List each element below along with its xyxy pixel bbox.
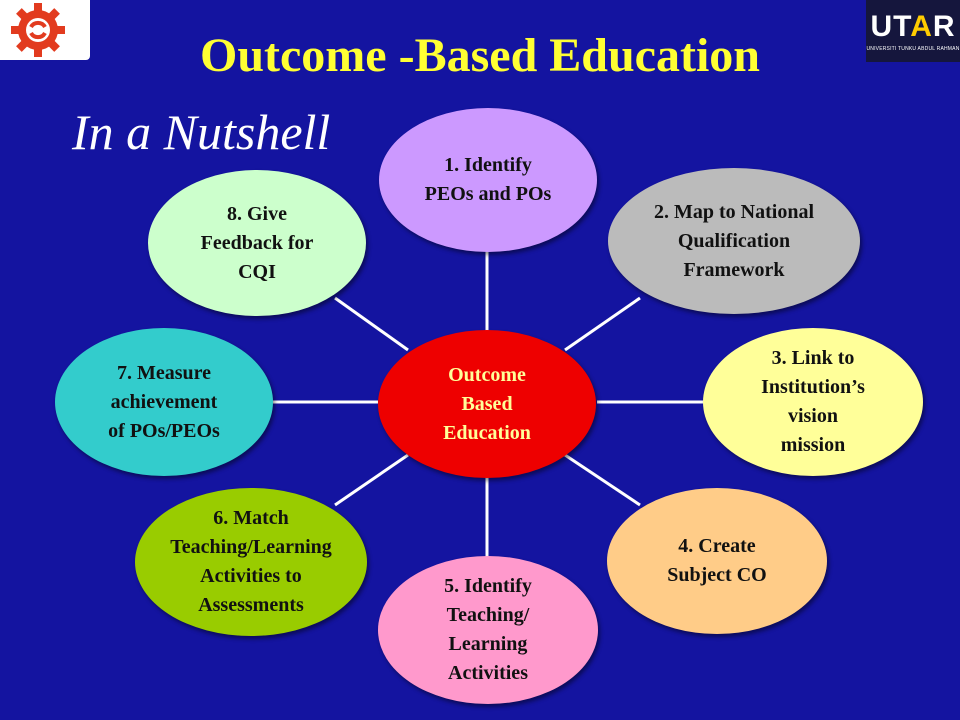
gear-arrows-logo (0, 0, 90, 60)
slide-subtitle: In a Nutshell (72, 104, 331, 160)
node-8-give-feedback: 8. Give Feedback for CQI (148, 170, 366, 316)
gear-arrows-icon (11, 3, 65, 57)
node-5-label: 5. Identify Teaching/ Learning Activitie… (444, 575, 532, 684)
node-7-measure-achievement: 7. Measure achievement of POs/PEOs (55, 328, 273, 476)
node-3-link-to-vision: 3. Link to Institution’s vision mission (703, 328, 923, 476)
node-8-label: 8. Give Feedback for CQI (200, 202, 314, 283)
slide-title: Outcome -Based Education (199, 29, 760, 82)
connector-8 (334, 296, 409, 352)
node-4-label: 4. Create Subject CO (667, 535, 767, 586)
node-6-label: 6. Match Teaching/Learning Activities to… (170, 507, 332, 616)
connector-4 (564, 453, 641, 507)
center-node-outcome-based-education: Outcome Based Education (378, 330, 596, 478)
connector-6 (334, 453, 409, 507)
utar-logo-tagline: UNIVERSITI TUNKU ABDUL RAHMAN (866, 46, 960, 52)
node-3-label: 3. Link to Institution’s vision mission (761, 347, 865, 456)
node-6-match-assessments: 6. Match Teaching/Learning Activities to… (135, 488, 367, 636)
node-5-identify-activities: 5. Identify Teaching/ Learning Activitie… (378, 556, 598, 704)
node-2-label: 2. Map to National Qualification Framewo… (654, 200, 814, 281)
center-node-label: Outcome Based Education (443, 363, 531, 444)
node-4-create-subject-co: 4. Create Subject CO (607, 488, 827, 634)
utar-logo-wordmark: UTAR (870, 10, 956, 43)
node-2-map-to-framework: 2. Map to National Qualification Framewo… (608, 168, 860, 314)
node-7-label: 7. Measure achievement of POs/PEOs (108, 361, 220, 442)
node-1-label: 1. Identify PEOs and POs (424, 154, 552, 205)
node-1-identify-peos-pos: 1. Identify PEOs and POs (379, 108, 597, 252)
utar-logo: UTAR UNIVERSITI TUNKU ABDUL RAHMAN (866, 0, 960, 62)
connector-2 (564, 296, 641, 352)
